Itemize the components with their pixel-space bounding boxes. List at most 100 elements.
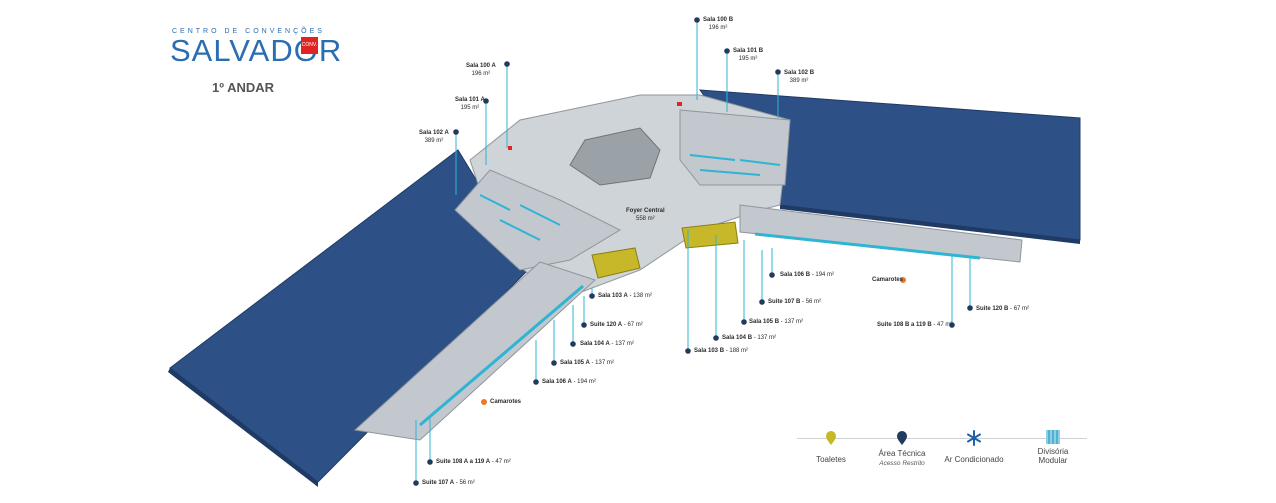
room-area: - 47 m² xyxy=(491,459,511,465)
technical-mark-1 xyxy=(508,146,512,150)
pin-camarotes-a xyxy=(481,399,487,405)
room-name: Suite 108 A a 119 A xyxy=(436,459,491,465)
label-sala-101b[interactable]: Sala 101 B 195 m² xyxy=(733,47,763,63)
room-name: Sala 102 A xyxy=(419,130,449,136)
room-name: Sala 100 B xyxy=(703,17,734,23)
label-sala-101a[interactable]: Sala 101 A 195 m² xyxy=(455,96,485,112)
room-area: 389 m² xyxy=(424,138,444,144)
corridor-b xyxy=(739,204,1023,263)
room-area: 196 m² xyxy=(471,71,491,77)
room-area: - 194 m² xyxy=(811,272,835,278)
room-name: Sala 101 A xyxy=(455,97,485,103)
room-name: Sala 102 B xyxy=(784,70,815,76)
foyer-label: Foyer Central 558 m² xyxy=(626,207,665,223)
legend-divider xyxy=(797,438,1087,439)
foyer-name: Foyer Central xyxy=(626,208,665,214)
exhibition-hall-a-side xyxy=(168,368,318,487)
legend-ac-label: Ar Condicionado xyxy=(944,455,1004,464)
legend-ac: Ar Condicionado xyxy=(929,430,1019,464)
room-name: Camarotes xyxy=(872,277,904,283)
label-sala-103a[interactable]: Sala 103 A - 138 m² xyxy=(598,292,652,300)
room-name: Sala 104 B xyxy=(722,335,753,341)
room-name: Suite 120 A xyxy=(590,322,623,328)
room-name: Sala 106 A xyxy=(542,379,572,385)
snowflake-icon xyxy=(967,430,981,446)
room-area: 196 m² xyxy=(708,25,728,31)
label-suite-120a[interactable]: Suite 120 A - 67 m² xyxy=(590,321,643,329)
label-camarotes-a[interactable]: Camarotes xyxy=(490,398,521,406)
room-area: - 194 m² xyxy=(573,379,596,385)
room-area: - 56 m² xyxy=(455,480,475,486)
room-name: Sala 105 B xyxy=(749,319,780,325)
modular-divider-icon xyxy=(1046,430,1060,444)
technical-pin-icon xyxy=(897,431,907,445)
technical-mark-2 xyxy=(677,102,682,106)
room-area: 195 m² xyxy=(460,105,480,111)
label-sala-106a[interactable]: Sala 106 A - 194 m² xyxy=(542,378,596,386)
legend-technical: Área Técnica Acesso Restrito xyxy=(857,430,947,467)
label-suite-107a[interactable]: Suite 107 A - 56 m² xyxy=(422,479,475,487)
label-sala-105a[interactable]: Sala 105 A - 137 m² xyxy=(560,359,614,367)
room-name: Sala 104 A xyxy=(580,341,610,347)
legend-technical-sub: Acesso Restrito xyxy=(879,460,925,467)
foyer-core xyxy=(569,127,661,186)
room-area: - 188 m² xyxy=(725,348,749,354)
label-sala-104b[interactable]: Sala 104 B - 137 m² xyxy=(722,334,776,342)
legend-divider-label: Divisória xyxy=(1037,447,1069,456)
legend-divider-item: Divisória Modular xyxy=(1008,430,1098,465)
label-suite-120b[interactable]: Suite 120 B - 67 m² xyxy=(976,305,1029,313)
room-name: Suite 120 B xyxy=(976,306,1009,312)
room-area: - 137 m² xyxy=(591,360,614,366)
room-area: - 138 m² xyxy=(629,293,652,299)
leader-lines xyxy=(415,23,971,483)
room-name: Sala 101 B xyxy=(733,48,764,54)
room-area: - 137 m² xyxy=(780,319,804,325)
room-name: Sala 106 B xyxy=(780,272,811,278)
room-name: Suite 108 B a 119 B xyxy=(877,322,932,328)
rooms-a-wing xyxy=(454,169,622,271)
label-sala-100b[interactable]: Sala 100 B 196 m² xyxy=(703,16,733,32)
modular-dividers xyxy=(479,154,781,241)
room-area: - 67 m² xyxy=(1010,306,1030,312)
label-sala-105b[interactable]: Sala 105 B - 137 m² xyxy=(749,318,803,326)
room-name: Camarotes xyxy=(490,399,522,405)
foyer-area: 558 m² xyxy=(636,216,655,222)
toilets-b[interactable] xyxy=(681,221,739,249)
room-name: Sala 103 B xyxy=(694,348,725,354)
label-suite-108b[interactable]: Suite 108 B a 119 B - 47 m² xyxy=(877,321,952,329)
legend-technical-label: Área Técnica xyxy=(878,449,926,458)
floor-title: 1º ANDAR xyxy=(212,80,275,95)
label-suite-108a[interactable]: Suite 108 A a 119 A - 47 m² xyxy=(436,458,511,466)
label-sala-102b[interactable]: Sala 102 B 389 m² xyxy=(784,69,814,85)
room-area: - 137 m² xyxy=(611,341,634,347)
glass-wall-b xyxy=(754,232,981,260)
room-name: Sala 105 A xyxy=(560,360,590,366)
label-camarotes-b[interactable]: Camarotes xyxy=(872,276,903,284)
logo-tagline: CENTRO DE CONVENÇÕES xyxy=(172,28,325,35)
toilets-a[interactable] xyxy=(591,247,641,279)
pin-camarotes-b xyxy=(900,277,906,283)
room-name: Suite 107 B xyxy=(768,299,801,305)
legend-toilets-label: Toaletes xyxy=(816,455,846,464)
label-sala-106b[interactable]: Sala 106 B - 194 m² xyxy=(780,271,834,279)
room-area: - 67 m² xyxy=(623,322,643,328)
room-area: 195 m² xyxy=(738,56,758,62)
room-area: 389 m² xyxy=(789,78,809,84)
legend-toilets: Toaletes xyxy=(786,430,876,464)
logo-badge: CONV. xyxy=(301,37,318,54)
label-sala-104a[interactable]: Sala 104 A - 137 m² xyxy=(580,340,634,348)
legend-divider-sub: Modular xyxy=(1038,456,1068,465)
label-sala-100a[interactable]: Sala 100 A 196 m² xyxy=(466,62,496,78)
rooms-b-wing xyxy=(679,109,791,186)
label-sala-102a[interactable]: Sala 102 A 389 m² xyxy=(419,129,449,145)
toilet-pin-icon xyxy=(826,431,836,445)
corridor-a xyxy=(353,261,596,441)
glass-wall-a xyxy=(419,284,584,427)
label-suite-107b[interactable]: Suite 107 B - 56 m² xyxy=(768,298,821,306)
exhibition-hall-b-side xyxy=(780,205,1080,244)
room-name: Sala 103 A xyxy=(598,293,628,299)
label-sala-103b[interactable]: Sala 103 B - 188 m² xyxy=(694,347,748,355)
room-area: - 47 m² xyxy=(933,322,953,328)
room-area: - 137 m² xyxy=(753,335,777,341)
